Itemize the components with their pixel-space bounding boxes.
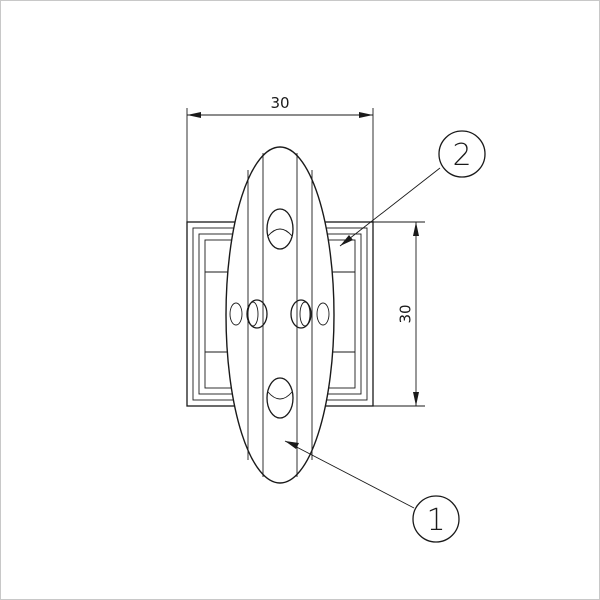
- width-dimension: 30: [186, 94, 374, 222]
- upper-slot-hole: [266, 208, 294, 250]
- balloon-2-label: 2: [452, 138, 471, 173]
- width-dimension-label: 30: [270, 94, 289, 112]
- balloon-1-circle: [412, 495, 460, 543]
- leader-arrow-1: [285, 441, 299, 449]
- width-arrow-left: [187, 112, 201, 118]
- elliptical-body: [225, 146, 335, 484]
- height-dimension: 30: [373, 221, 425, 407]
- left-pin: [229, 299, 268, 329]
- height-arrow-top: [413, 222, 419, 236]
- lower-slot-hole: [266, 377, 294, 419]
- balloon-part-1: 1: [284, 440, 460, 543]
- balloon-part-2: 2: [339, 130, 486, 247]
- height-arrow-bottom: [413, 392, 419, 406]
- balloon-2-circle: [438, 130, 486, 178]
- right-pin: [290, 299, 330, 329]
- balloon-1-label: 1: [426, 503, 445, 538]
- height-dimension-label: 30: [397, 304, 415, 323]
- width-arrow-right: [359, 112, 373, 118]
- leader-arrow-2: [340, 235, 353, 246]
